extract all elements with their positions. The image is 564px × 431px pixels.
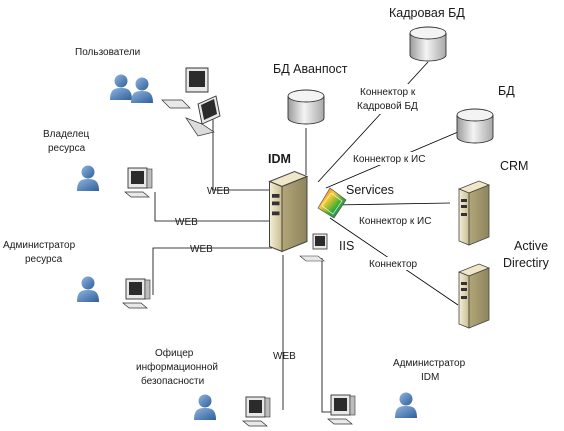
active-directory-server: Active Directiry — [458, 239, 550, 329]
connector-hr-line1: Коннектор к — [360, 87, 416, 98]
users-group: Пользователи — [75, 47, 221, 137]
iis-workstation-icon — [299, 233, 328, 262]
db-hr-label: Кадровая БД — [389, 6, 465, 20]
iis-label: IIS — [339, 239, 354, 253]
server-icon — [458, 263, 490, 329]
user-icon — [77, 165, 99, 191]
services-icon — [317, 187, 347, 219]
server-icon — [458, 180, 490, 246]
idm-admin-label-line1: Администратор — [393, 358, 466, 369]
security-officer-group: Офицер информационной безопасности — [136, 347, 271, 427]
workstation-icon — [327, 394, 356, 425]
owner-label-line2: ресурса — [48, 143, 86, 154]
laptop-icon — [185, 95, 221, 137]
crm-label: CRM — [500, 159, 528, 173]
db-label: БД — [498, 84, 515, 98]
web-label-owner: WEB — [175, 217, 198, 228]
workstation-icon — [122, 278, 151, 309]
connector-labels: Коннектор к Кадровой БД Коннектор к ИС К… — [352, 84, 442, 270]
officer-label-line3: безопасности — [141, 375, 204, 387]
idm-label: IDM — [268, 152, 291, 166]
services-label: Services — [346, 183, 394, 197]
user-icon — [395, 392, 417, 418]
officer-label-line1: Офицер — [155, 347, 194, 359]
ad-label-line1: Active — [514, 239, 548, 253]
web-label-admin: WEB — [190, 244, 213, 255]
idm-admin-group: Администратор IDM — [327, 358, 466, 425]
connector-hr-line2: Кадровой БД — [357, 101, 418, 112]
admin-label-line2: ресурса — [25, 254, 63, 265]
db-generic: БД — [456, 84, 515, 144]
database-icon — [409, 26, 447, 62]
web-label-officer: WEB — [273, 351, 296, 362]
ad-label-line2: Directiry — [503, 256, 550, 270]
idm-admin-label-line2: IDM — [421, 372, 439, 383]
db-hr: Кадровая БД — [389, 6, 465, 62]
db-avanpost-label: БД Аванпост — [273, 62, 348, 76]
idm-server: IDM IIS Services — [268, 152, 394, 262]
connector-is-2: Коннектор к ИС — [359, 216, 431, 227]
user-icon — [77, 276, 99, 302]
admin-label-line1: Администратор — [3, 240, 76, 251]
web-label-users: WEB — [207, 186, 230, 197]
connection-lines — [152, 61, 459, 413]
crm-server: CRM — [458, 159, 528, 246]
owner-label-line1: Владелец — [43, 129, 90, 140]
user-icon — [131, 77, 153, 103]
user-icon — [110, 74, 132, 100]
resource-admin-group: Администратор ресурса — [3, 240, 151, 309]
resource-owner-group: Владелец ресурса — [43, 129, 153, 198]
officer-label-line2: информационной — [136, 361, 218, 373]
connector-ad: Коннектор — [369, 259, 418, 270]
workstation-icon — [124, 167, 153, 198]
workstation-icon — [161, 67, 209, 109]
server-icon — [268, 170, 308, 253]
user-icon — [194, 394, 216, 420]
db-avanpost: БД Аванпост — [273, 62, 348, 125]
connector-is-1: Коннектор к ИС — [353, 154, 425, 165]
database-icon — [456, 108, 494, 144]
users-label: Пользователи — [75, 47, 140, 58]
workstation-icon — [242, 396, 271, 427]
database-icon — [287, 89, 325, 125]
